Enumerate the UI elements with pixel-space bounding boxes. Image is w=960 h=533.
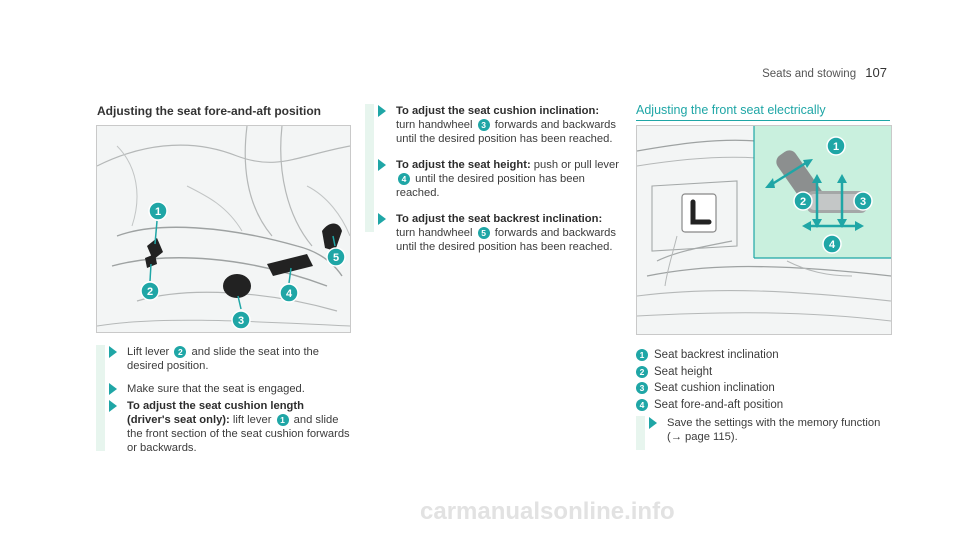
callout-2: 2 (140, 281, 160, 306)
step-text: and slide the front section of the seat … (127, 414, 350, 454)
page-header: Seats and stowing 107 (762, 65, 887, 80)
step-seat-height: To adjust the seat height: push or pull … (374, 158, 619, 200)
step-text: until the desired position has been reac… (396, 173, 585, 199)
callout-1: 1 (826, 136, 846, 161)
step-arrow-icon (378, 213, 386, 225)
callout-legend: 1 Seat backrest inclination 2 Seat heigh… (636, 347, 890, 413)
left-section-title: Adjusting the seat fore-and-aft position (97, 104, 321, 118)
svg-text:2: 2 (800, 196, 806, 208)
callout-3: 3 (231, 310, 251, 332)
ref-number: 1 (636, 349, 648, 361)
electric-seat-figure: 1 2 3 4 (636, 125, 892, 335)
callout-4: 4 (822, 234, 842, 259)
step-arrow-icon (378, 105, 386, 117)
ref-number: 3 (477, 119, 490, 132)
step-arrow-icon (378, 159, 386, 171)
step-heading: To adjust the seat cushion length (drive… (127, 400, 304, 426)
watermark: carmanualsonline.info (420, 498, 675, 525)
callout-1: 1 (148, 201, 168, 226)
callout-5: 5 (326, 247, 346, 272)
legend-label: Seat cushion inclination (654, 382, 775, 394)
step-text: push or pull lever (530, 159, 619, 171)
section-name: Seats and stowing (762, 68, 857, 80)
svg-text:1: 1 (833, 141, 839, 153)
ref-number: 5 (477, 227, 490, 240)
svg-text:4: 4 (286, 288, 293, 300)
seat-lever-figure: 1 2 3 4 5 (96, 125, 351, 333)
legend-label: Seat backrest inclination (654, 349, 779, 361)
step-text: forwards and backwards until the desired… (396, 227, 616, 253)
page-number: 107 (865, 65, 887, 80)
step-text: and slide the seat into the desired posi… (127, 346, 320, 372)
svg-text:1: 1 (155, 206, 161, 218)
svg-text:5: 5 (333, 252, 339, 264)
legend-item: 3 Seat cushion inclination (636, 380, 890, 396)
middle-steps: To adjust the seat cushion inclination: … (365, 104, 619, 253)
legend-label: Seat height (654, 365, 713, 378)
step-heading: To adjust the seat backrest inclination: (396, 213, 603, 225)
door-panel-illustration (637, 126, 891, 334)
legend-label: Seat fore-and-aft position (654, 398, 784, 411)
step-text: Make sure that the seat is engaged. (127, 383, 305, 395)
ref-number: 4 (398, 173, 410, 186)
step-text: turn handwheel (396, 119, 476, 131)
step-text: Save the settings with the memory functi… (667, 417, 881, 443)
page-reference-link[interactable]: page 115). (681, 431, 738, 443)
callout-3: 3 (853, 191, 873, 216)
step-engaged: Make sure that the seat is engaged. (105, 382, 350, 396)
step-text: forwards and backwards until the desired… (396, 119, 616, 145)
ref-number: 1 (276, 414, 289, 427)
right-section-title: Adjusting the front seat electrically (636, 103, 890, 121)
legend-item: 4 Seat fore-and-aft position (636, 397, 890, 413)
step-arrow-icon (109, 383, 117, 395)
step-text: turn handwheel (396, 227, 476, 239)
step-text: Lift lever (127, 346, 173, 358)
step-heading: To adjust the seat cushion inclination: (396, 105, 600, 117)
step-arrow-icon (649, 417, 657, 429)
right-steps: Save the settings with the memory functi… (636, 416, 890, 450)
svg-text:3: 3 (238, 315, 244, 327)
legend-item: 2 Seat height (636, 364, 890, 380)
svg-text:3: 3 (860, 196, 866, 208)
svg-text:4: 4 (829, 239, 836, 251)
callout-2: 2 (793, 191, 813, 216)
step-lift-lever: Lift lever 2 and slide the seat into the… (105, 345, 350, 373)
svg-text:2: 2 (147, 286, 153, 298)
page-ref-arrow-icon: → (670, 431, 682, 443)
step-text: lift lever (229, 414, 275, 426)
ref-number: 2 (174, 346, 187, 359)
step-memory-function: Save the settings with the memory functi… (645, 416, 890, 444)
ref-number: 3 (636, 382, 648, 394)
step-cushion-inclination: To adjust the seat cushion inclination: … (374, 104, 619, 146)
ref-number: 4 (636, 398, 648, 411)
step-arrow-icon (109, 400, 117, 412)
step-backrest-inclination: To adjust the seat backrest inclination:… (374, 212, 619, 254)
legend-item: 1 Seat backrest inclination (636, 347, 890, 363)
ref-number: 2 (636, 365, 648, 378)
step-arrow-icon (109, 346, 117, 358)
left-steps: Lift lever 2 and slide the seat into the… (96, 345, 350, 454)
callout-4: 4 (279, 283, 299, 308)
step-heading: To adjust the seat height: (396, 159, 531, 171)
step-cushion-length: To adjust the seat cushion length (drive… (105, 399, 350, 455)
seat-illustration (97, 126, 350, 332)
